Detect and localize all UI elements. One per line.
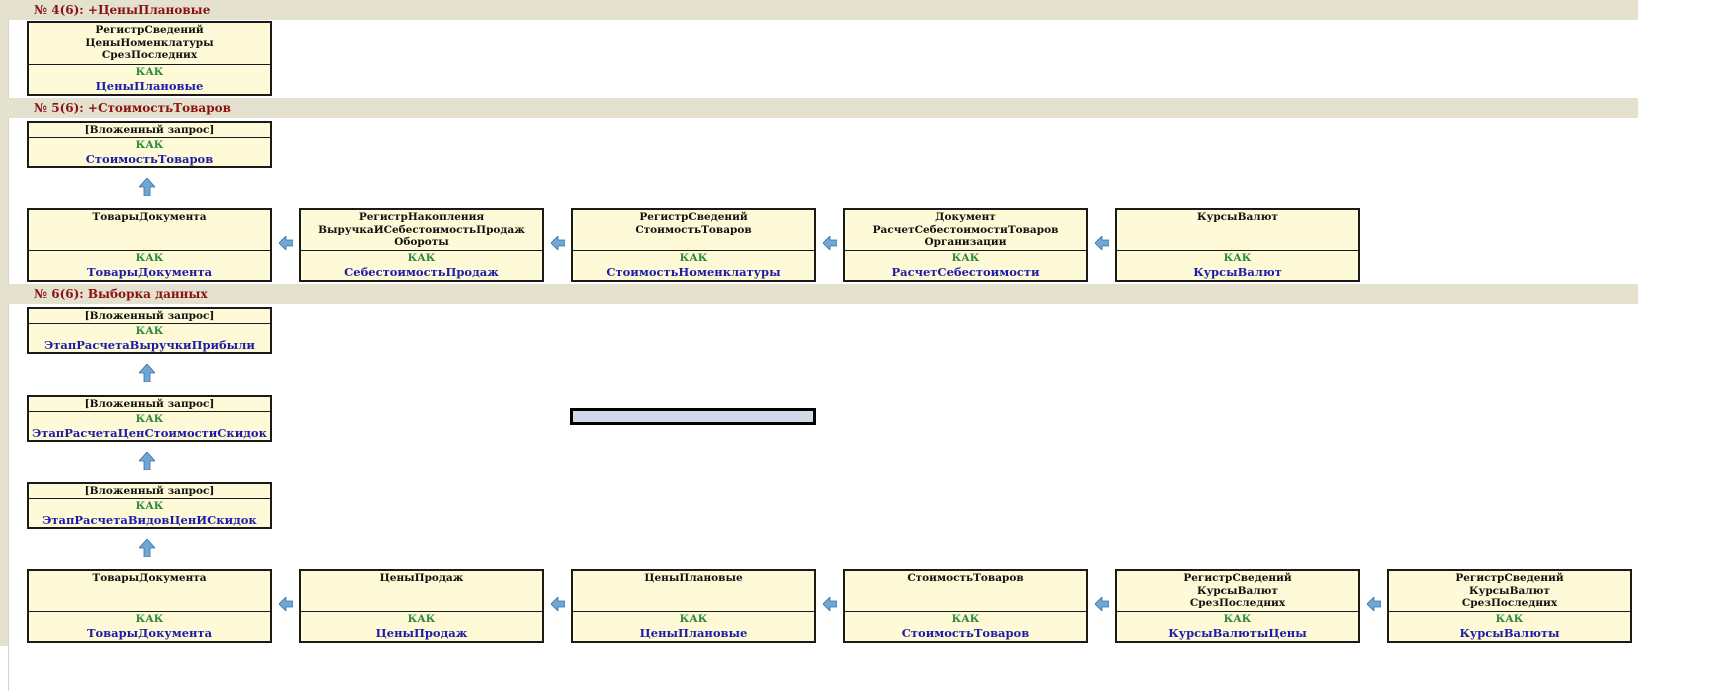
arrow-left-icon [823,236,837,250]
table-box[interactable]: РегистрСведений КурсыВалют СрезПоследних… [1387,569,1632,643]
table-alias: СтоимостьНоменклатуры [606,265,781,279]
table-alias: ЦеныПродаж [375,626,468,640]
table-alias: ТоварыДокумента [86,626,213,640]
subquery-source: [Вложенный запрос] [29,123,270,138]
table-box[interactable]: РегистрНакопления ВыручкаИСебестоимостьП… [299,208,544,282]
as-keyword: КАК [1495,613,1524,625]
as-keyword: КАК [135,325,164,337]
table-source: РегистрСведений ЦеныНоменклатуры СрезПос… [29,23,270,65]
arrow-left-icon [279,236,293,250]
subquery-source: [Вложенный запрос] [29,484,270,499]
section-header-4[interactable]: № 4(6): +ЦеныПлановые [8,0,1638,20]
as-keyword: КАК [1223,252,1252,264]
subquery-box[interactable]: [Вложенный запрос] КАК СтоимостьТоваров [27,121,272,168]
arrow-left-icon [1367,597,1381,611]
arrow-up-icon [139,539,155,557]
table-alias: КурсыВалютыЦены [1168,626,1307,640]
table-alias: ТоварыДокумента [86,265,213,279]
table-box[interactable]: ТоварыДокумента КАК ТоварыДокумента [27,569,272,643]
arrow-up-icon [139,178,155,196]
table-box[interactable]: ЦеныПлановые КАК ЦеныПлановые [571,569,816,643]
subquery-alias: ЭтапРасчетаВыручкиПрибыли [44,338,255,352]
table-box[interactable]: РегистрСведений КурсыВалют СрезПоследних… [1115,569,1360,643]
table-alias: РасчетСебестоимости [891,265,1040,279]
table-alias: СтоимостьТоваров [901,626,1030,640]
table-source: КурсыВалют [1117,210,1358,251]
table-source: СтоимостьТоваров [845,571,1086,612]
as-keyword: КАК [679,252,708,264]
table-alias: КурсыВалюты [1459,626,1560,640]
table-alias: ЦеныПлановые [639,626,748,640]
section-header-5[interactable]: № 5(6): +СтоимостьТоваров [8,98,1638,118]
table-box[interactable]: РегистрСведений ЦеныНоменклатуры СрезПос… [27,21,272,96]
as-keyword: КАК [135,500,164,512]
as-keyword: КАК [135,252,164,264]
table-source: РегистрСведений КурсыВалют СрезПоследних [1389,571,1630,612]
table-source: РегистрСведений СтоимостьТоваров [573,210,814,251]
as-keyword: КАК [951,613,980,625]
arrow-left-icon [1095,597,1109,611]
subquery-box[interactable]: [Вложенный запрос] КАК ЭтапРасчетаВыручк… [27,307,272,354]
as-keyword: КАК [135,413,164,425]
as-keyword: КАК [679,613,708,625]
as-keyword: КАК [135,139,164,151]
left-margin-line [8,0,9,691]
subquery-source: [Вложенный запрос] [29,397,270,412]
subquery-source: [Вложенный запрос] [29,309,270,324]
arrow-left-icon [551,597,565,611]
table-source: ЦеныПродаж [301,571,542,612]
arrow-left-icon [551,236,565,250]
table-box[interactable]: СтоимостьТоваров КАК СтоимостьТоваров [843,569,1088,643]
left-margin-bar [0,0,8,646]
subquery-alias: ЭтапРасчетаЦенСтоимостиСкидок [32,426,267,440]
table-source: РегистрНакопления ВыручкаИСебестоимостьП… [301,210,542,251]
table-source: ТоварыДокумента [29,571,270,612]
as-keyword: КАК [135,613,164,625]
table-source: ТоварыДокумента [29,210,270,251]
arrow-left-icon [823,597,837,611]
table-source: Документ РасчетСебестоимостиТоваров Орга… [845,210,1086,251]
subquery-alias: СтоимостьТоваров [85,152,214,166]
table-source: РегистрСведений КурсыВалют СрезПоследних [1117,571,1358,612]
table-box[interactable]: ЦеныПродаж КАК ЦеныПродаж [299,569,544,643]
section-header-6[interactable]: № 6(6): Выборка данных [8,284,1638,304]
as-keyword: КАК [135,66,164,78]
arrow-up-icon [139,452,155,470]
arrow-left-icon [279,597,293,611]
table-alias: ЦеныПлановые [95,79,204,93]
arrow-up-icon [139,364,155,382]
table-source: ЦеныПлановые [573,571,814,612]
table-box[interactable]: ТоварыДокумента КАК ТоварыДокумента [27,208,272,282]
table-box[interactable]: РегистрСведений СтоимостьТоваров КАК Сто… [571,208,816,282]
selected-empty-cell[interactable] [570,408,816,425]
table-box[interactable]: КурсыВалют КАК КурсыВалют [1115,208,1360,282]
table-alias: КурсыВалют [1193,265,1282,279]
as-keyword: КАК [951,252,980,264]
arrow-left-icon [1095,236,1109,250]
subquery-box[interactable]: [Вложенный запрос] КАК ЭтапРасчетаЦенСто… [27,395,272,442]
as-keyword: КАК [407,613,436,625]
subquery-alias: ЭтапРасчетаВидовЦенИСкидок [42,513,257,527]
table-box[interactable]: Документ РасчетСебестоимостиТоваров Орга… [843,208,1088,282]
as-keyword: КАК [407,252,436,264]
as-keyword: КАК [1223,613,1252,625]
table-alias: СебестоимостьПродаж [344,265,499,279]
subquery-box[interactable]: [Вложенный запрос] КАК ЭтапРасчетаВидовЦ… [27,482,272,529]
